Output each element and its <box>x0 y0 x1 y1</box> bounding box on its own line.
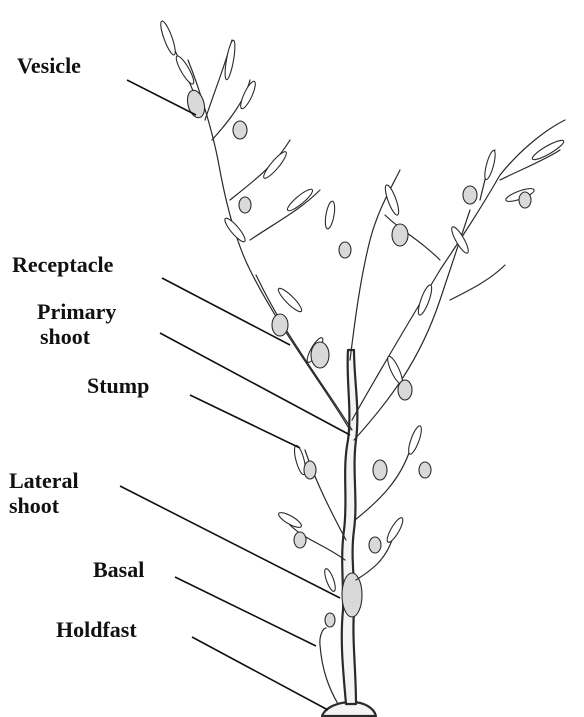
primary-shoot-label-line-1: Primary <box>37 299 116 324</box>
vesicle-label: Vesicle <box>17 53 81 78</box>
lateral-shoot-label: Lateral shoot <box>9 468 79 518</box>
primary-shoot-branch <box>188 60 350 430</box>
primary-shoot-label: Primary shoot <box>37 299 116 349</box>
holdfast-leader <box>192 637 328 710</box>
holdfast-label: Holdfast <box>56 617 137 642</box>
stump-label: Stump <box>87 373 149 398</box>
lateral-shoot-label-line-2: shoot <box>9 493 79 518</box>
basal-vesicle <box>342 573 362 617</box>
primary-shoot-label-line-2: shoot <box>37 324 116 349</box>
tip-branch-9 <box>450 265 505 300</box>
primary-shoot-branch-2 <box>256 275 352 430</box>
lateral-shoot-label-line-1: Lateral <box>9 468 79 493</box>
stump-leader <box>190 395 300 448</box>
right-branch-2 <box>354 210 470 440</box>
receptacle-label: Receptacle <box>12 252 113 277</box>
leaf-blades <box>158 20 566 593</box>
main-stem <box>342 350 358 704</box>
receptacle-leader <box>162 278 290 345</box>
vesicle-leader <box>127 80 196 115</box>
basal-label: Basal <box>93 557 144 582</box>
basal-stump <box>320 628 338 704</box>
lateral-shoot-leader <box>120 486 340 598</box>
leader-lines <box>120 80 350 710</box>
basal-leader <box>175 577 316 646</box>
seaweed-illustration <box>158 20 566 716</box>
tip-branch-5 <box>250 190 320 240</box>
tip-branch-4 <box>230 140 290 200</box>
